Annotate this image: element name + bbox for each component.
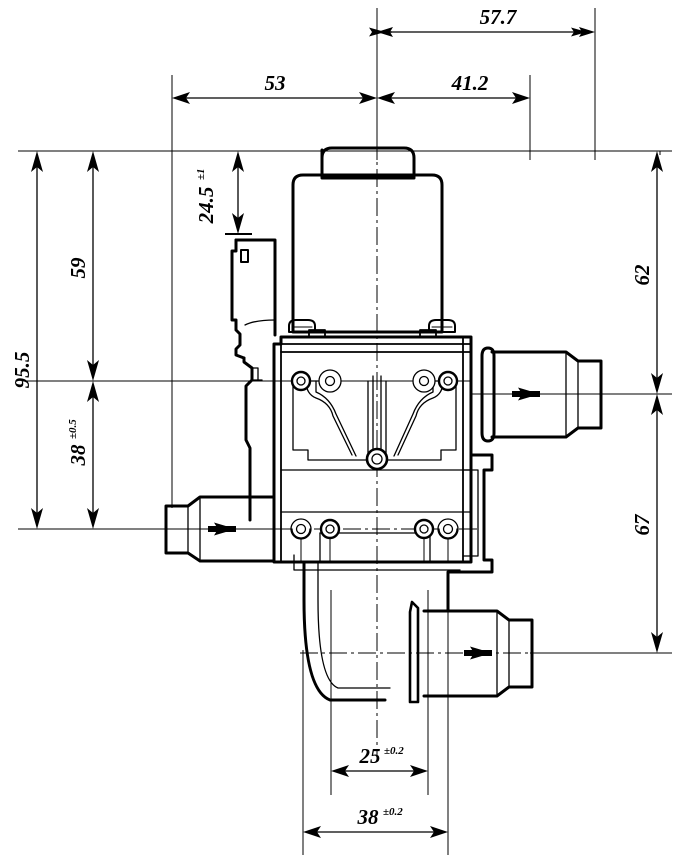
dim-24-5: 24.5 ±1 bbox=[194, 151, 252, 235]
dim-label-41-2: 41.2 bbox=[451, 71, 489, 95]
dim-62: 62 bbox=[630, 151, 663, 394]
dim-tolerance-38-bottom: ±0.2 bbox=[383, 806, 403, 818]
dimension-group-top: 57.7 53 41.2 bbox=[172, 5, 595, 104]
flow-arrows bbox=[208, 387, 540, 660]
port-left-barb bbox=[164, 495, 276, 563]
terminal-boss-left bbox=[288, 319, 316, 333]
left-bracket-outline bbox=[230, 238, 246, 360]
dimension-group-right: 62 67 bbox=[630, 151, 663, 653]
port-bottom-barb bbox=[408, 600, 534, 704]
cavity-right bbox=[385, 380, 457, 461]
dim-25-tol: 25 ±0.2 bbox=[331, 744, 428, 777]
terminal-boss-right bbox=[428, 319, 456, 333]
port-right-barb bbox=[480, 346, 603, 443]
dim-label-24-5: 24.5 bbox=[194, 187, 218, 225]
dim-label-59: 59 bbox=[66, 257, 90, 279]
valve-assembly-outline bbox=[164, 146, 603, 704]
right-return-channel bbox=[446, 453, 494, 612]
dim-38-b-tol: 38 ±0.2 bbox=[303, 805, 448, 838]
cavity-left bbox=[292, 380, 369, 461]
dim-label-25: 25 bbox=[359, 744, 381, 768]
dim-label-53: 53 bbox=[265, 71, 286, 95]
coil-cap-outline bbox=[320, 146, 416, 180]
dim-tolerance-24-5: ±1 bbox=[195, 168, 207, 180]
dim-41-2: 41.2 bbox=[377, 71, 530, 104]
bore-row-top bbox=[290, 369, 459, 393]
dimension-group-bottom: 25 ±0.2 38 ±0.2 bbox=[302, 590, 449, 855]
dim-label-57-7: 57.7 bbox=[480, 5, 518, 29]
dim-label-38-bottom: 38 bbox=[357, 805, 380, 829]
lower-body-skirt bbox=[302, 560, 387, 702]
dim-tolerance-25: ±0.2 bbox=[384, 745, 404, 757]
dim-38-tol: 38 ±0.5 bbox=[66, 381, 99, 529]
dim-label-67: 67 bbox=[630, 513, 654, 536]
center-bolt bbox=[365, 447, 389, 471]
dim-57-7: 57.7 bbox=[369, 5, 595, 37]
dim-label-62: 62 bbox=[630, 264, 654, 286]
dim-59: 59 bbox=[66, 151, 99, 381]
dim-label-95-5: 95.5 bbox=[10, 352, 34, 389]
centerlines bbox=[140, 140, 640, 760]
solenoid-coil-housing bbox=[291, 173, 444, 334]
dim-67: 67 bbox=[630, 394, 663, 653]
dim-label-38-left: 38 bbox=[66, 444, 90, 467]
dim-tolerance-38-left: ±0.5 bbox=[67, 419, 79, 439]
dim-95-5: 95.5 bbox=[10, 151, 43, 529]
dim-53: 53 bbox=[172, 71, 377, 104]
dimension-group-left: 95.5 59 38 ±0.5 bbox=[10, 151, 99, 529]
